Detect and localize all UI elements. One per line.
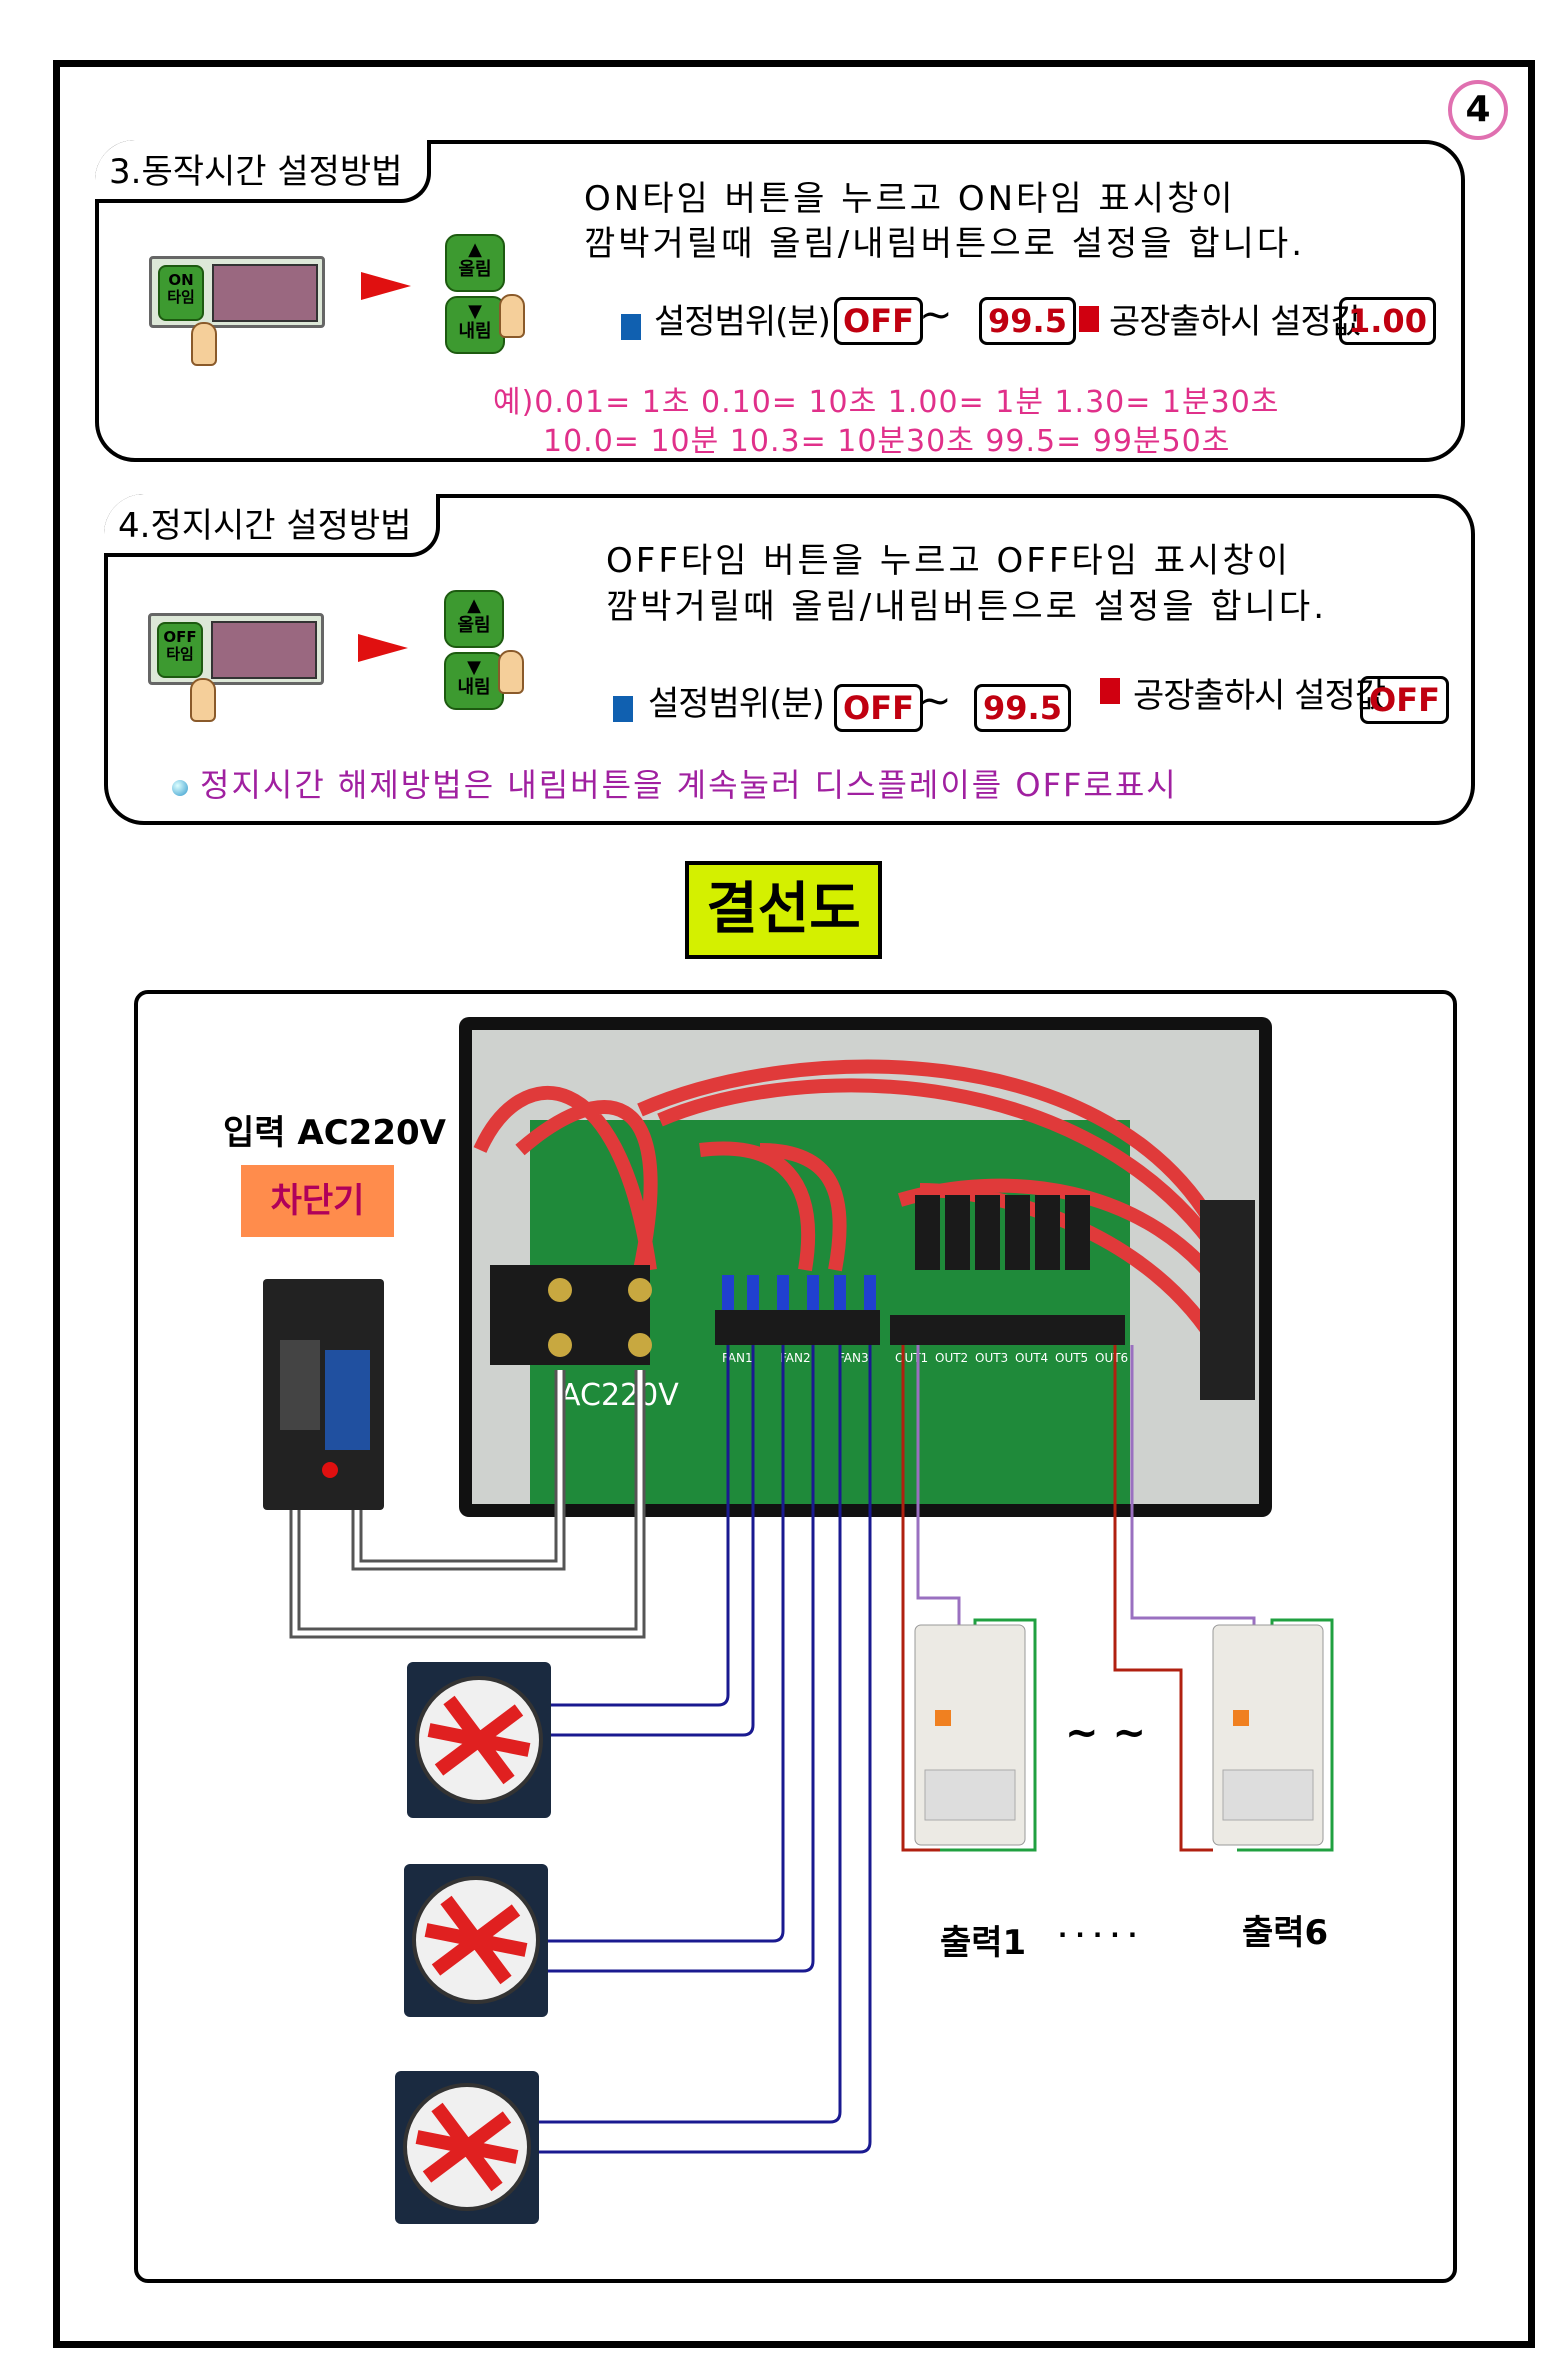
on-time-button[interactable]: ON 타임 bbox=[158, 265, 204, 321]
output-1-label: 출력1 bbox=[940, 1923, 1027, 1963]
display-window bbox=[212, 264, 318, 322]
range-max: 99.5 bbox=[974, 684, 1071, 732]
wiring-diagram-title: 결선도 bbox=[685, 861, 882, 959]
section-off-time: 4.정지시간 설정방법 OFF 타임 ▲올림 ▼내림 OFF타임 버튼을 누르고… bbox=[104, 494, 1475, 825]
controller-box bbox=[459, 1017, 1272, 1517]
range-tilde: ~ bbox=[919, 292, 953, 338]
output-dots: . . . . . bbox=[1058, 1915, 1138, 1943]
arrow-right-icon bbox=[361, 272, 411, 300]
terminal-label: FAN2 bbox=[780, 1351, 811, 1365]
out1-wire bbox=[916, 1345, 961, 1625]
up-button[interactable]: ▲올림 bbox=[444, 590, 504, 648]
range-max: 99.5 bbox=[979, 297, 1076, 345]
terminal-label: OUT3 bbox=[975, 1351, 1008, 1365]
exhaust-fan bbox=[395, 2071, 539, 2224]
range-min: OFF bbox=[834, 684, 923, 732]
terminal-label: OUT1 bbox=[895, 1351, 928, 1365]
breaker-label: 차단기 bbox=[241, 1165, 394, 1237]
instruction-line-1: OFF타임 버튼을 누르고 OFF타임 표시창이 bbox=[606, 541, 1291, 581]
down-button[interactable]: ▼내림 bbox=[444, 652, 504, 710]
arrow-right-icon bbox=[358, 634, 408, 662]
factory-label: 공장출하시 설정값 bbox=[1109, 302, 1362, 342]
instruction-line-2: 깜박거릴때 올림/내림버튼으로 설정을 합니다. bbox=[606, 587, 1328, 627]
instruction-line-2: 깜박거릴때 올림/내림버튼으로 설정을 합니다. bbox=[584, 224, 1306, 264]
finger-icon bbox=[498, 650, 524, 694]
out6-wire bbox=[1113, 1345, 1213, 1852]
fan-terminal-block bbox=[715, 1310, 880, 1345]
red-square-icon bbox=[1100, 678, 1120, 704]
bullet-icon bbox=[172, 780, 188, 796]
range-min: OFF bbox=[834, 297, 923, 345]
section-title: 3.동작시간 설정방법 bbox=[95, 140, 431, 203]
section-title: 4.정지시간 설정방법 bbox=[104, 494, 440, 557]
terminal-label: FAN1 bbox=[722, 1351, 753, 1365]
terminal-label: OUT5 bbox=[1055, 1351, 1088, 1365]
input-label: 입력 AC220V bbox=[223, 1113, 446, 1153]
contactor-6 bbox=[1212, 1618, 1334, 1852]
instruction-line-1: ON타임 버튼을 누르고 ON타임 표시창이 bbox=[584, 179, 1236, 219]
range-label: 설정범위(분) bbox=[648, 684, 825, 724]
red-square-icon bbox=[1079, 306, 1099, 332]
blue-square-icon bbox=[613, 696, 633, 722]
up-button[interactable]: ▲올림 bbox=[445, 234, 505, 292]
wiring-diagram bbox=[134, 990, 1457, 2283]
examples-line-2: 10.0= 10분 10.3= 10분30초 99.5= 99분50초 bbox=[543, 424, 1231, 459]
exhaust-fan bbox=[404, 1864, 548, 2017]
page-number: 4 bbox=[1448, 80, 1508, 140]
factory-value: 1.00 bbox=[1339, 297, 1436, 345]
terminal-label: OUT4 bbox=[1015, 1351, 1048, 1365]
finger-icon bbox=[191, 322, 217, 366]
terminal-label: OUT6 bbox=[1095, 1351, 1128, 1365]
out-terminal-block bbox=[890, 1315, 1125, 1345]
exhaust-fan bbox=[407, 1662, 551, 1818]
out6-wire bbox=[1130, 1345, 1256, 1625]
off-time-button[interactable]: OFF 타임 bbox=[157, 622, 203, 678]
circuit-breaker bbox=[263, 1279, 384, 1510]
finger-icon bbox=[190, 678, 216, 722]
down-button[interactable]: ▼내림 bbox=[445, 296, 505, 354]
terminal-label: FAN3 bbox=[838, 1351, 869, 1365]
blue-square-icon bbox=[621, 314, 641, 340]
factory-label: 공장출하시 설정값 bbox=[1133, 676, 1386, 716]
timer-panel: OFF 타임 bbox=[148, 613, 324, 685]
section-on-time: 3.동작시간 설정방법 ON 타임 ▲올림 ▼내림 ON타임 버튼을 누르고 O… bbox=[95, 140, 1465, 462]
examples-line-1: 예)0.01= 1초 0.10= 10초 1.00= 1분 1.30= 1분30… bbox=[493, 385, 1280, 420]
timer-panel: ON 타임 bbox=[149, 256, 325, 328]
contactor-1 bbox=[914, 1618, 1037, 1852]
display-window bbox=[211, 621, 317, 679]
release-note: 정지시간 해제방법은 내림버튼을 계속눌러 디스플레이를 OFF로표시 bbox=[200, 766, 1178, 804]
contactor-range-tilde: ~ ~ bbox=[1065, 1710, 1146, 1756]
range-tilde: ~ bbox=[918, 678, 952, 724]
output-6-label: 출력6 bbox=[1242, 1913, 1329, 1953]
out1-wire bbox=[901, 1345, 940, 1852]
terminal-label: OUT2 bbox=[935, 1351, 968, 1365]
fan-wires bbox=[539, 1345, 872, 2154]
finger-icon bbox=[499, 294, 525, 338]
factory-value: OFF bbox=[1360, 676, 1449, 724]
relay-bank bbox=[915, 1195, 1090, 1270]
range-label: 설정범위(분) bbox=[654, 302, 831, 342]
page-frame bbox=[53, 60, 1535, 2348]
pcb-label: AC220V bbox=[560, 1378, 679, 1413]
